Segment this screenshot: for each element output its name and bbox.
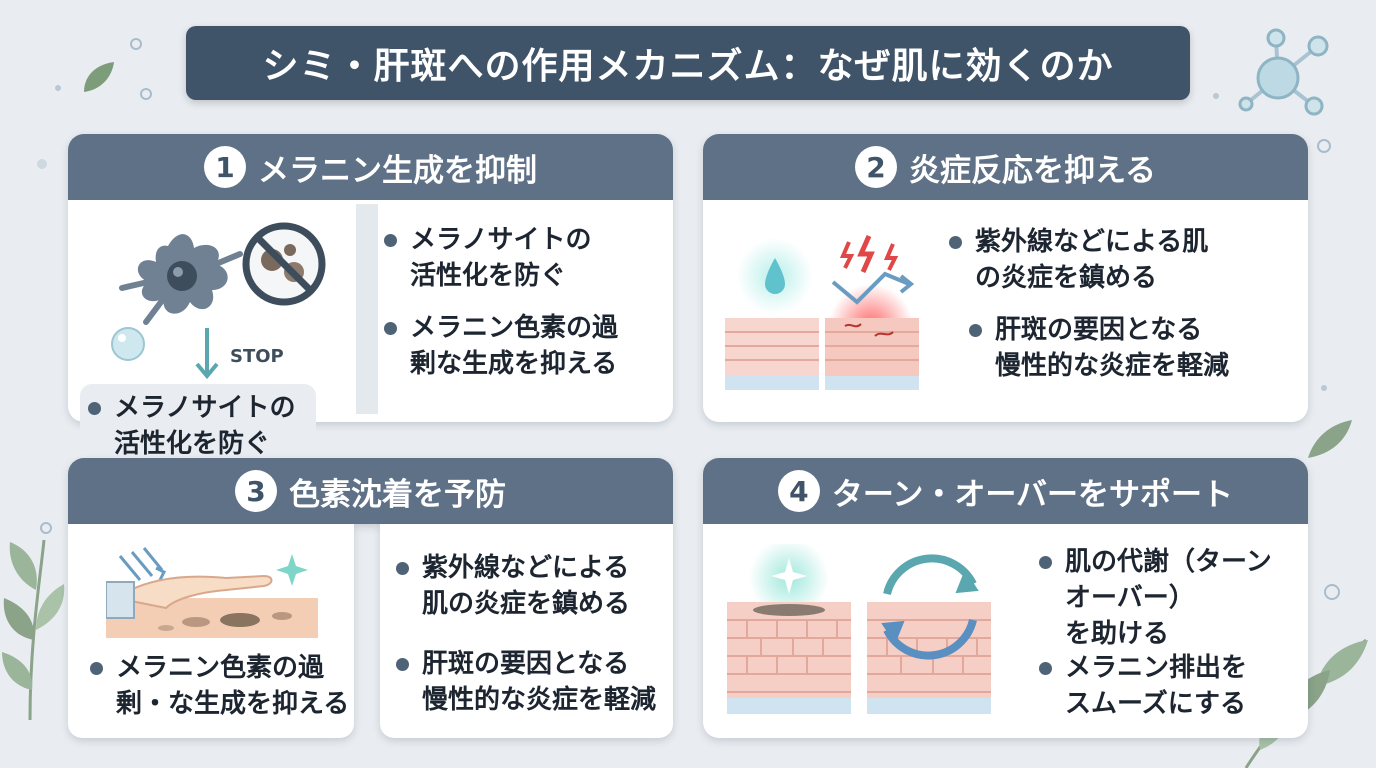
skin-layer-icon [725, 234, 919, 390]
leaf-icon [2, 539, 65, 720]
list-item: 肝斑の要因となる 慢性的な炎症を軽減 [396, 646, 656, 718]
water-bubble-icon [111, 327, 145, 361]
card-number: 3 [235, 470, 277, 512]
card-inflammation: 2 炎症反応を抑える 紫外線などによる肌 の炎症を鎮める 肝斑の要因となる 慢性… [703, 134, 1308, 422]
callout-box: メラノサイトの 活性化を防ぐ [80, 384, 316, 464]
divider [356, 204, 378, 414]
card-heading: 炎症反応を抑える [908, 152, 1157, 189]
card-right-panel: 紫外線などによる 肌の炎症を鎮める 肝斑の要因となる 慢性的な炎症を軽減 [380, 524, 673, 738]
card-number: 2 [854, 146, 897, 188]
list-item: 肌の代謝（ターン オーバー） を助ける [1039, 544, 1272, 652]
list-item: メラニン排出を スムーズにする [1039, 650, 1247, 722]
page-title-bar: シミ・肝斑への作用メカニズム：なぜ肌に効くのか [186, 26, 1190, 100]
list-item: 紫外線などによる肌 の炎症を鎮める [949, 224, 1208, 296]
cycle-arrows-icon [881, 554, 979, 660]
list-item: 肝斑の要因となる 慢性的な炎症を軽減 [969, 312, 1229, 384]
page-title: シミ・肝斑への作用メカニズム：なぜ肌に効くのか [262, 46, 1114, 87]
lightning-icon [839, 241, 855, 269]
sparkle-icon [771, 558, 807, 594]
card-heading: ターン・オーバーをサポート [831, 476, 1234, 513]
melanocyte-icon [119, 234, 243, 325]
list-item: メラニン色素の過 剰な生成を抑える [384, 310, 618, 382]
sparkle-icon [276, 554, 308, 586]
card-melanin-suppression: 1 メラニン生成を抑制 STOP メラノサイトの 活性化を防ぐ メラニン色素の過… [68, 134, 673, 422]
prohibit-icon [242, 222, 326, 306]
stop-label: STOP [230, 346, 284, 367]
stop-arrow-icon [195, 328, 219, 380]
list-item: メラノサイトの 活性化を防ぐ [88, 390, 295, 462]
card-turnover-support: 4 ターン・オーバーをサポート 肌の代謝（ターン オーバー） を助け [703, 458, 1308, 738]
card-number: 1 [204, 146, 246, 188]
list-item: メラノサイトの 活性化を防ぐ [384, 222, 591, 294]
card-left-panel: メラニン色素の過 剰・な生成を抑える [68, 524, 354, 738]
molecule-icon [1238, 28, 1329, 116]
card-header: 4 ターン・オーバーをサポート [703, 458, 1308, 524]
leaf-icon [84, 62, 114, 92]
card-header: 2 炎症反応を抑える [703, 134, 1308, 200]
card-pigmentation-prevention: 3 色素沈着を予防 メラニン色素の過 剰・な生成を抑える 紫外線などによる 肌の… [68, 458, 673, 740]
hand-icon [106, 547, 318, 638]
card-header: 3 色素沈着を予防 [68, 458, 673, 524]
skin-layer-icon [727, 544, 991, 714]
card-header: 1 メラニン生成を抑制 [68, 134, 673, 200]
card-heading: 色素沈着を予防 [289, 476, 506, 513]
list-item: メラニン色素の過 剰・な生成を抑える [90, 650, 349, 722]
leaf-icon [1308, 420, 1352, 458]
card-number: 4 [777, 470, 820, 512]
list-item: 紫外線などによる 肌の炎症を鎮める [396, 550, 630, 622]
card-heading: メラニン生成を抑制 [258, 152, 537, 189]
